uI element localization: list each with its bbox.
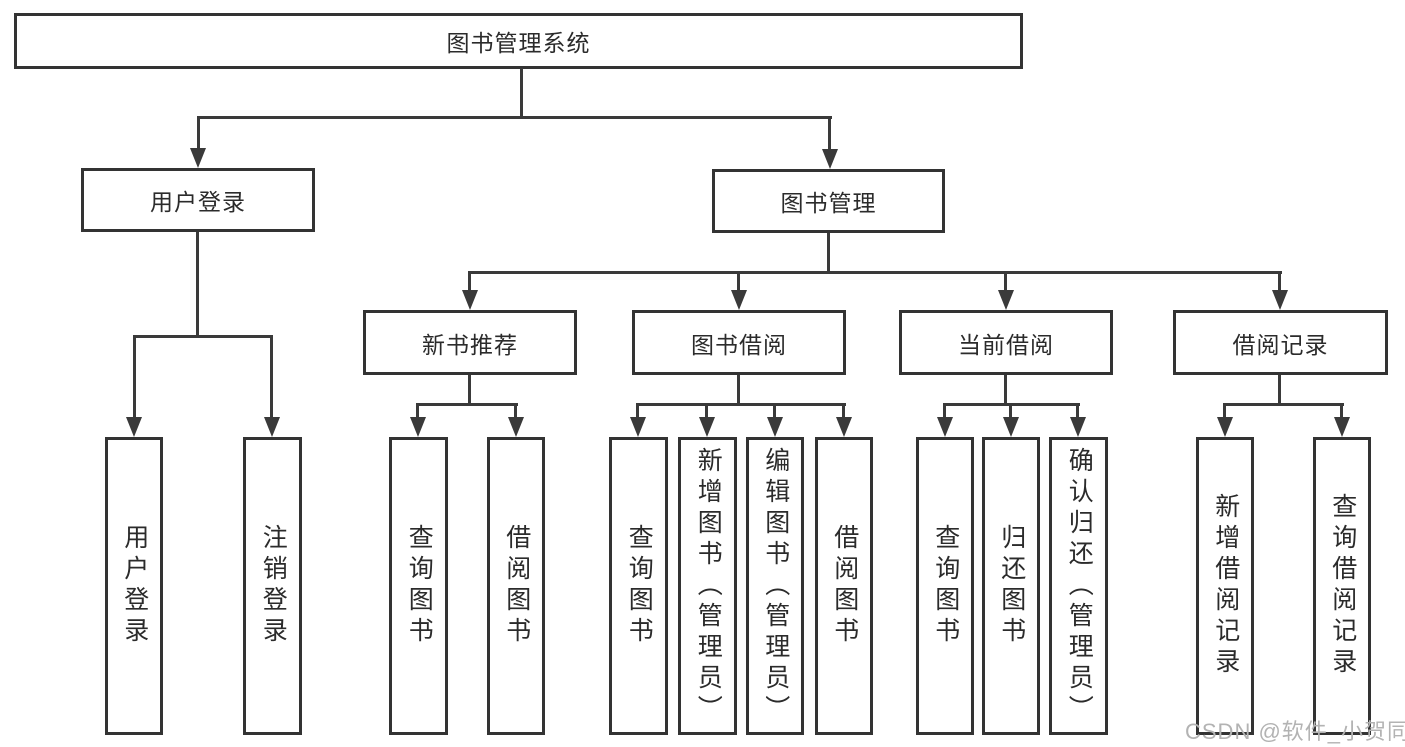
connector-borrowing-records-stem <box>1278 375 1281 406</box>
leaf-bb-query-books: 查询图书 <box>609 437 668 735</box>
connector-user-login-rail <box>133 335 273 338</box>
leaf-bb-borrow-books-label: 借阅图书 <box>830 524 859 648</box>
leaf-logout-label: 注销登录 <box>259 524 288 648</box>
arrowhead-borrowing-records <box>1272 290 1288 310</box>
arrowhead-book-management <box>822 149 838 169</box>
connector-to-new-books <box>468 271 471 294</box>
connector-user-login-stem <box>196 232 199 338</box>
connector-to-br-query <box>1340 403 1343 420</box>
arrowhead-cb-confirm <box>1070 417 1086 437</box>
node-book-borrowing-label: 图书借阅 <box>691 331 787 358</box>
arrowhead-bb-borrow <box>836 417 852 437</box>
leaf-br-add-record: 新增借阅记录 <box>1196 437 1254 735</box>
leaf-user-login-label: 用户登录 <box>120 524 149 648</box>
leaf-cb-confirm-return-admin: 确认归还（管理员） <box>1049 437 1108 735</box>
arrowhead-leaf-logout <box>264 417 280 437</box>
arrowhead-cb-return <box>1003 417 1019 437</box>
connector-to-user-login <box>197 116 200 150</box>
node-new-book-recommend: 新书推荐 <box>363 310 577 375</box>
arrowhead-user-login <box>190 148 206 168</box>
connector-new-books-rail <box>416 403 518 406</box>
leaf-bb-add-books-admin: 新增图书（管理员） <box>678 437 737 735</box>
node-book-management: 图书管理 <box>712 169 945 233</box>
node-new-book-recommend-label: 新书推荐 <box>422 331 518 358</box>
connector-to-bb-edit <box>773 403 776 420</box>
node-borrowing-records: 借阅记录 <box>1173 310 1388 375</box>
leaf-nb-borrow-books-label: 借阅图书 <box>502 524 531 648</box>
leaf-bb-edit-books-admin-label: 编辑图书（管理员） <box>761 446 790 726</box>
connector-to-cb-return <box>1009 403 1012 420</box>
leaf-nb-query-books-label: 查询图书 <box>405 524 434 648</box>
node-user-login: 用户登录 <box>81 168 315 232</box>
arrowhead-br-add <box>1217 417 1233 437</box>
connector-to-current-borrowing <box>1004 271 1007 294</box>
leaf-br-query-record: 查询借阅记录 <box>1313 437 1371 735</box>
connector-to-leaf-login <box>133 335 136 419</box>
arrowhead-bb-add <box>699 417 715 437</box>
watermark: CSDN @软件_小贺同学 <box>1185 719 1405 744</box>
connector-to-nb-borrow <box>514 403 517 420</box>
connector-to-bb-query <box>636 403 639 420</box>
connector-to-borrowing-records <box>1278 271 1281 294</box>
connector-level1-rail <box>197 116 832 119</box>
node-borrowing-records-label: 借阅记录 <box>1232 331 1329 358</box>
connector-to-book-management <box>828 116 831 150</box>
leaf-cb-query-books: 查询图书 <box>916 437 974 735</box>
node-current-borrowing-label: 当前借阅 <box>958 331 1054 358</box>
connector-to-nb-query <box>416 403 419 420</box>
node-user-login-label: 用户登录 <box>150 189 246 215</box>
connector-to-bb-add <box>705 403 708 420</box>
leaf-bb-borrow-books: 借阅图书 <box>815 437 873 735</box>
connector-book-management-stem <box>827 233 830 274</box>
node-book-management-label: 图书管理 <box>780 190 877 216</box>
arrowhead-bb-query <box>630 417 646 437</box>
leaf-bb-edit-books-admin: 编辑图书（管理员） <box>746 437 804 735</box>
node-library-system-label: 图书管理系统 <box>446 30 591 56</box>
leaf-br-query-record-label: 查询借阅记录 <box>1328 493 1357 679</box>
connector-to-cb-query <box>943 403 946 420</box>
arrowhead-cb-query <box>937 417 953 437</box>
connector-new-books-stem <box>468 375 471 406</box>
connector-current-borrowing-stem <box>1004 375 1007 406</box>
leaf-nb-query-books: 查询图书 <box>389 437 448 735</box>
connector-root-stem <box>520 68 523 118</box>
node-book-borrowing: 图书借阅 <box>632 310 846 375</box>
connector-to-book-borrowing <box>737 271 740 294</box>
leaf-cb-return-books: 归还图书 <box>982 437 1040 735</box>
node-current-borrowing: 当前借阅 <box>899 310 1113 375</box>
arrowhead-br-query <box>1334 417 1350 437</box>
leaf-bb-query-books-label: 查询图书 <box>625 524 654 648</box>
connector-to-bb-borrow <box>842 403 845 420</box>
arrowhead-current-borrowing <box>998 290 1014 310</box>
arrowhead-new-books <box>462 290 478 310</box>
arrowhead-book-borrowing <box>731 290 747 310</box>
leaf-nb-borrow-books: 借阅图书 <box>487 437 545 735</box>
connector-book-borrowing-rail <box>636 403 846 406</box>
leaf-br-add-record-label: 新增借阅记录 <box>1211 493 1240 679</box>
connector-to-cb-confirm <box>1076 403 1079 420</box>
arrowhead-leaf-login <box>126 417 142 437</box>
leaf-user-login: 用户登录 <box>105 437 163 735</box>
leaf-cb-confirm-return-admin-label: 确认归还（管理员） <box>1065 446 1094 726</box>
leaf-cb-return-books-label: 归还图书 <box>997 524 1026 648</box>
connector-book-borrowing-stem <box>737 375 740 406</box>
leaf-bb-add-books-admin-label: 新增图书（管理员） <box>694 446 723 726</box>
node-library-system: 图书管理系统 <box>14 13 1023 69</box>
leaf-logout: 注销登录 <box>243 437 302 735</box>
arrowhead-nb-query <box>410 417 426 437</box>
leaf-cb-query-books-label: 查询图书 <box>931 524 960 648</box>
connector-level2-rail <box>468 271 1282 274</box>
arrowhead-bb-edit <box>767 417 783 437</box>
arrowhead-nb-borrow <box>508 417 524 437</box>
connector-to-leaf-logout <box>270 335 273 419</box>
connector-to-br-add <box>1223 403 1226 420</box>
connector-borrowing-records-rail <box>1223 403 1344 406</box>
